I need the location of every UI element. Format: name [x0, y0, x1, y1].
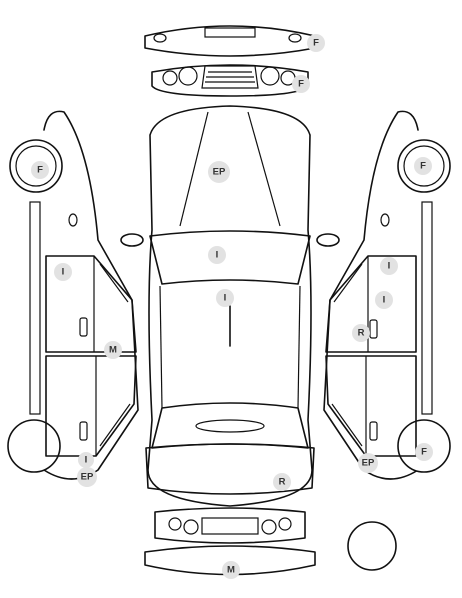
- svg-text:R: R: [358, 328, 365, 339]
- svg-text:EP: EP: [362, 458, 375, 469]
- marker-rear-bumper[interactable]: M: [222, 561, 240, 579]
- left-side-view: [7, 110, 139, 480]
- marker-left-sill[interactable]: M: [104, 341, 122, 359]
- marker-left-rear-ep[interactable]: EP: [77, 467, 97, 487]
- svg-text:I: I: [216, 250, 219, 261]
- marker-right-mid[interactable]: I: [375, 291, 393, 309]
- svg-text:F: F: [420, 161, 426, 172]
- spare-wheel: [347, 521, 397, 571]
- marker-roof[interactable]: I: [216, 289, 234, 307]
- svg-text:I: I: [85, 455, 88, 466]
- front-lights-view: [151, 64, 309, 97]
- svg-text:EP: EP: [81, 472, 94, 483]
- marker-left-front-wheel[interactable]: F: [31, 161, 49, 179]
- marker-windshield[interactable]: I: [208, 246, 226, 264]
- svg-text:I: I: [383, 295, 386, 306]
- svg-text:I: I: [62, 267, 65, 278]
- marker-trunk[interactable]: R: [273, 473, 291, 491]
- marker-top-bumper[interactable]: F: [307, 34, 325, 52]
- svg-text:I: I: [224, 293, 227, 304]
- svg-text:EP: EP: [213, 167, 226, 178]
- marker-left-rear[interactable]: I: [78, 452, 94, 468]
- marker-left-front-door[interactable]: I: [54, 263, 72, 281]
- svg-text:F: F: [313, 38, 319, 49]
- svg-text:F: F: [37, 165, 43, 176]
- marker-right-front-door[interactable]: I: [380, 257, 398, 275]
- rear-lights-view: [154, 507, 306, 544]
- marker-right-rear[interactable]: EP: [358, 453, 378, 473]
- rear-bumper-view: [144, 545, 316, 576]
- marker-front-lights[interactable]: F: [292, 75, 310, 93]
- marker-hood[interactable]: EP: [208, 161, 230, 183]
- svg-text:I: I: [388, 261, 391, 272]
- front-bumper-view: [144, 25, 316, 57]
- marker-right-rear-wheel[interactable]: F: [415, 443, 433, 461]
- right-side-view: [323, 110, 451, 480]
- svg-text:M: M: [109, 345, 117, 356]
- svg-text:R: R: [279, 477, 286, 488]
- marker-right-handle[interactable]: R: [352, 324, 370, 342]
- marker-right-front-wheel[interactable]: F: [414, 157, 432, 175]
- svg-text:F: F: [298, 79, 304, 90]
- car-top-view: [120, 105, 340, 507]
- svg-text:M: M: [227, 565, 235, 576]
- svg-text:F: F: [421, 447, 427, 458]
